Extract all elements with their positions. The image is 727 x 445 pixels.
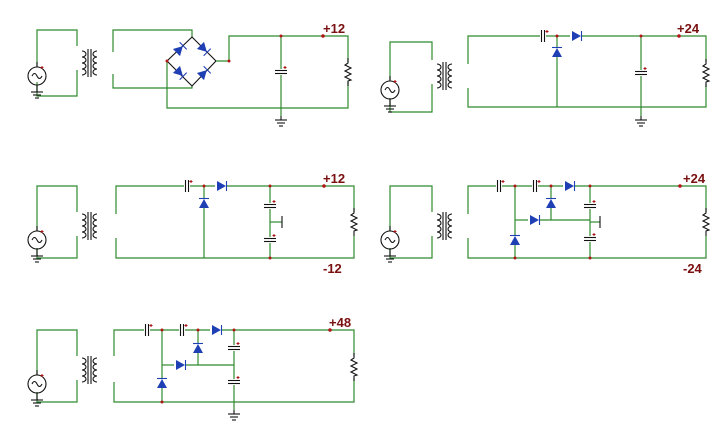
transformer-icon <box>81 355 98 385</box>
diode-icon <box>545 197 557 209</box>
diode-icon <box>175 359 187 371</box>
transformer-icon <box>81 48 98 78</box>
diode-icon <box>551 46 563 58</box>
transformer-icon <box>436 61 453 91</box>
resistor-icon <box>702 207 710 237</box>
transformer-icon <box>81 211 98 241</box>
circuit-voltage-doubler: +24 <box>380 21 710 127</box>
resistor-icon <box>350 207 358 237</box>
diode-icon <box>216 180 228 192</box>
circuit-symmetric-doubler: +24 -24 <box>380 171 710 276</box>
positive-output-label: +12 <box>323 171 345 186</box>
output-label: +48 <box>329 315 351 330</box>
positive-output-label: +24 <box>683 171 706 186</box>
negative-output-label: -12 <box>323 261 342 276</box>
transformer-icon <box>436 211 453 241</box>
output-label: +24 <box>677 21 700 36</box>
diode-icon <box>192 342 204 354</box>
diode-icon <box>172 65 188 81</box>
circuit-symmetric-supply: +12 -12 <box>27 171 358 276</box>
resistor-icon <box>344 57 352 87</box>
diode-icon <box>529 214 541 226</box>
output-label: +12 <box>323 21 345 36</box>
negative-output-label: -24 <box>683 261 703 276</box>
circuit-voltage-quadrupler: +48 <box>27 315 358 421</box>
diode-icon <box>571 30 583 42</box>
diode-icon <box>156 377 168 389</box>
ground-icon <box>274 115 288 127</box>
ground-icon <box>227 409 241 421</box>
diode-icon <box>509 234 521 246</box>
diode-icon <box>198 197 210 209</box>
resistor-icon <box>702 58 710 88</box>
diode-icon <box>564 180 576 192</box>
resistor-icon <box>350 352 358 382</box>
diode-icon <box>211 324 223 336</box>
circuit-bridge-rectifier: +12 <box>27 21 352 127</box>
ground-icon <box>634 115 648 127</box>
